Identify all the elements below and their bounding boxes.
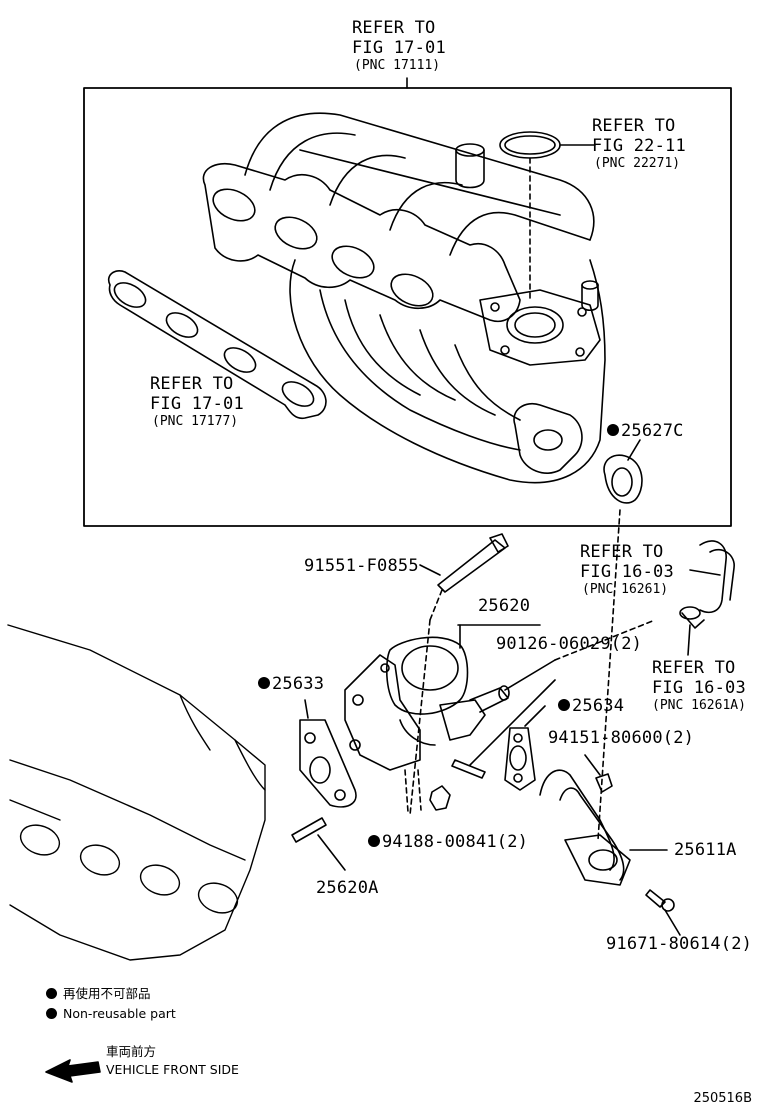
part-label-94151: 94151-80600(2)	[548, 728, 695, 748]
ref-label-16261-line2: FIG 16-03	[580, 562, 674, 582]
ref-label-17177-pnc: (PNC 17177)	[152, 414, 239, 429]
egr-pipe	[539, 769, 668, 886]
ref-label-17111-line2: FIG 17-01	[352, 38, 446, 58]
figure-id: 250516B	[693, 1091, 752, 1106]
bolt-91671	[645, 889, 666, 908]
ref-label-22271-line2: FIG 22-11	[592, 136, 686, 156]
non-reusable-marker	[368, 835, 380, 847]
legend-dot-icon	[46, 988, 57, 999]
legend-non-reusable-jp: 再使用不可部品	[46, 986, 151, 1002]
ref-label-17177-line1: REFER TO	[150, 374, 234, 394]
stud-25620a	[291, 817, 327, 843]
ref-label-16261a-pnc: (PNC 16261A)	[652, 698, 746, 713]
part-label-25627c: 25627C	[607, 421, 684, 441]
intake-manifold	[202, 112, 606, 484]
egr-valve	[344, 636, 510, 771]
part-label-25634: 25634	[558, 696, 624, 716]
part-label-90126: 90126-06029(2)	[496, 634, 643, 654]
non-reusable-marker	[258, 677, 270, 689]
legend-non-reusable-en: Non-reusable part	[46, 1006, 176, 1022]
cylinder-head	[7, 624, 266, 961]
ref-label-17111-pnc: (PNC 17111)	[354, 58, 441, 73]
vehicle-front-arrow	[45, 1059, 101, 1083]
part-label-25620a: 25620A	[316, 878, 379, 898]
ref-label-16261a-line2: FIG 16-03	[652, 678, 746, 698]
part-label-25620: 25620	[478, 596, 531, 616]
non-reusable-marker	[558, 699, 570, 711]
ref-label-17111-line1: REFER TO	[352, 18, 436, 38]
gasket-25634	[504, 727, 536, 791]
intake-gasket	[107, 270, 327, 420]
ref-label-16261-pnc: (PNC 16261)	[582, 582, 669, 597]
gasket-25627c	[603, 454, 643, 504]
part-label-91551: 91551-F0855	[304, 556, 419, 576]
nut-94188	[429, 785, 451, 811]
clamp-16261a	[679, 606, 701, 620]
non-reusable-marker	[607, 424, 619, 436]
part-label-25633: 25633	[258, 674, 324, 694]
ref-label-22271-pnc: (PNC 22271)	[594, 156, 681, 171]
ref-label-16261-line1: REFER TO	[580, 542, 664, 562]
front-side-label-en: VEHICLE FRONT SIDE	[106, 1062, 239, 1077]
nut-94151	[595, 773, 613, 793]
gasket-25633	[299, 719, 357, 808]
bolt-91551	[409, 533, 509, 816]
front-side-label-jp: 車両前方	[106, 1044, 157, 1059]
legend-dot-icon	[46, 1008, 57, 1019]
part-label-91671: 91671-80614(2)	[606, 934, 753, 954]
ref-label-22271-line1: REFER TO	[592, 116, 676, 136]
part-label-25611a: 25611A	[674, 840, 737, 860]
part-label-94188: 94188-00841(2)	[368, 832, 528, 852]
hose-16261	[699, 540, 727, 614]
ref-label-17177-line2: FIG 17-01	[150, 394, 244, 414]
ref-label-16261a-line1: REFER TO	[652, 658, 736, 678]
